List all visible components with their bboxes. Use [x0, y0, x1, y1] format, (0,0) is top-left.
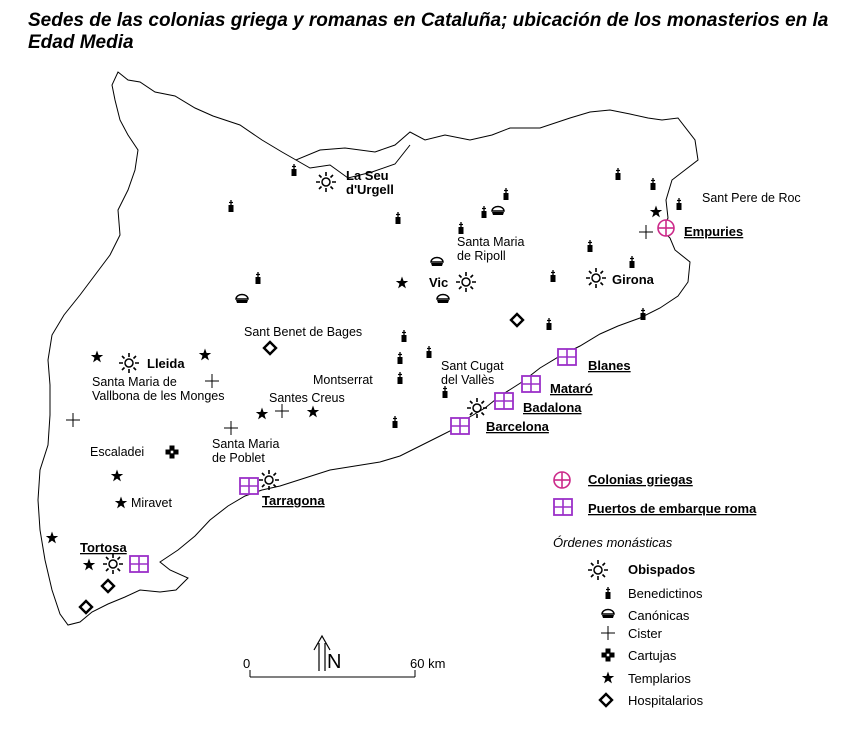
scale-end: 60 km: [410, 656, 445, 671]
legend-benedictinos-label: Benedictinos: [628, 586, 703, 601]
place-durgell: d'Urgell: [346, 182, 394, 197]
north-label: N: [327, 651, 341, 673]
place-lleida: Lleida: [147, 356, 185, 371]
legend: Colonias griegas Puertos de embarque rom…: [553, 471, 757, 708]
place-sant-cugat-1: Sant Cugat: [441, 359, 504, 373]
place-poblet-1: Santa Maria: [212, 437, 279, 451]
place-miravet: Miravet: [131, 496, 173, 510]
legend-obispados-label: Obispados: [628, 562, 695, 577]
place-mataro: Mataró: [550, 381, 593, 396]
place-ripoll-2: de Ripoll: [457, 249, 506, 263]
place-santes-creus: Santes Creus: [269, 391, 345, 405]
internal-border: [295, 144, 411, 179]
place-vallbona-1: Santa Maria de: [92, 375, 177, 389]
place-montserrat: Montserrat: [313, 373, 373, 387]
place-blanes: Blanes: [588, 358, 631, 373]
legend-hospitalarios-label: Hospitalarios: [628, 693, 704, 708]
place-la-seu: La Seu: [346, 168, 389, 183]
place-empuries: Empuries: [684, 224, 743, 239]
place-barcelona: Barcelona: [486, 419, 550, 434]
place-ripoll-1: Santa Maria: [457, 235, 524, 249]
legend-cister-label: Cister: [628, 626, 663, 641]
circle-cross-icon: [657, 219, 675, 237]
cartuja-icon: [165, 445, 179, 459]
north-arrow-icon: [313, 634, 331, 671]
place-badalona: Badalona: [523, 400, 582, 415]
legend-templarios-label: Templarios: [628, 671, 691, 686]
place-vallbona-2: Vallbona de les Monges: [92, 389, 225, 403]
place-vic: Vic: [429, 275, 448, 290]
place-sant-pere: Sant Pere de Roc: [702, 191, 801, 205]
legend-puertos-label: Puertos de embarque roma: [588, 501, 757, 516]
map-title: Sedes de las colonias griega y romanas e…: [28, 10, 829, 53]
scale-bar: 0 60 km: [243, 656, 445, 678]
benedictine-icon: [227, 163, 683, 429]
place-tortosa: Tortosa: [80, 540, 127, 555]
place-sant-benet: Sant Benet de Bages: [244, 325, 362, 339]
place-poblet-2: de Poblet: [212, 451, 265, 465]
place-sant-cugat-2: del Vallès: [441, 373, 494, 387]
place-escaladei: Escaladei: [90, 445, 144, 459]
legend-colonias-label: Colonias griegas: [588, 472, 693, 487]
legend-canonicas-label: Canónicas: [628, 608, 690, 623]
place-girona: Girona: [612, 272, 655, 287]
scale-start: 0: [243, 656, 250, 671]
place-tarragona: Tarragona: [262, 493, 325, 508]
legend-ordenes-heading: Órdenes monásticas: [553, 535, 673, 550]
legend-cartujas-label: Cartujas: [628, 648, 677, 663]
